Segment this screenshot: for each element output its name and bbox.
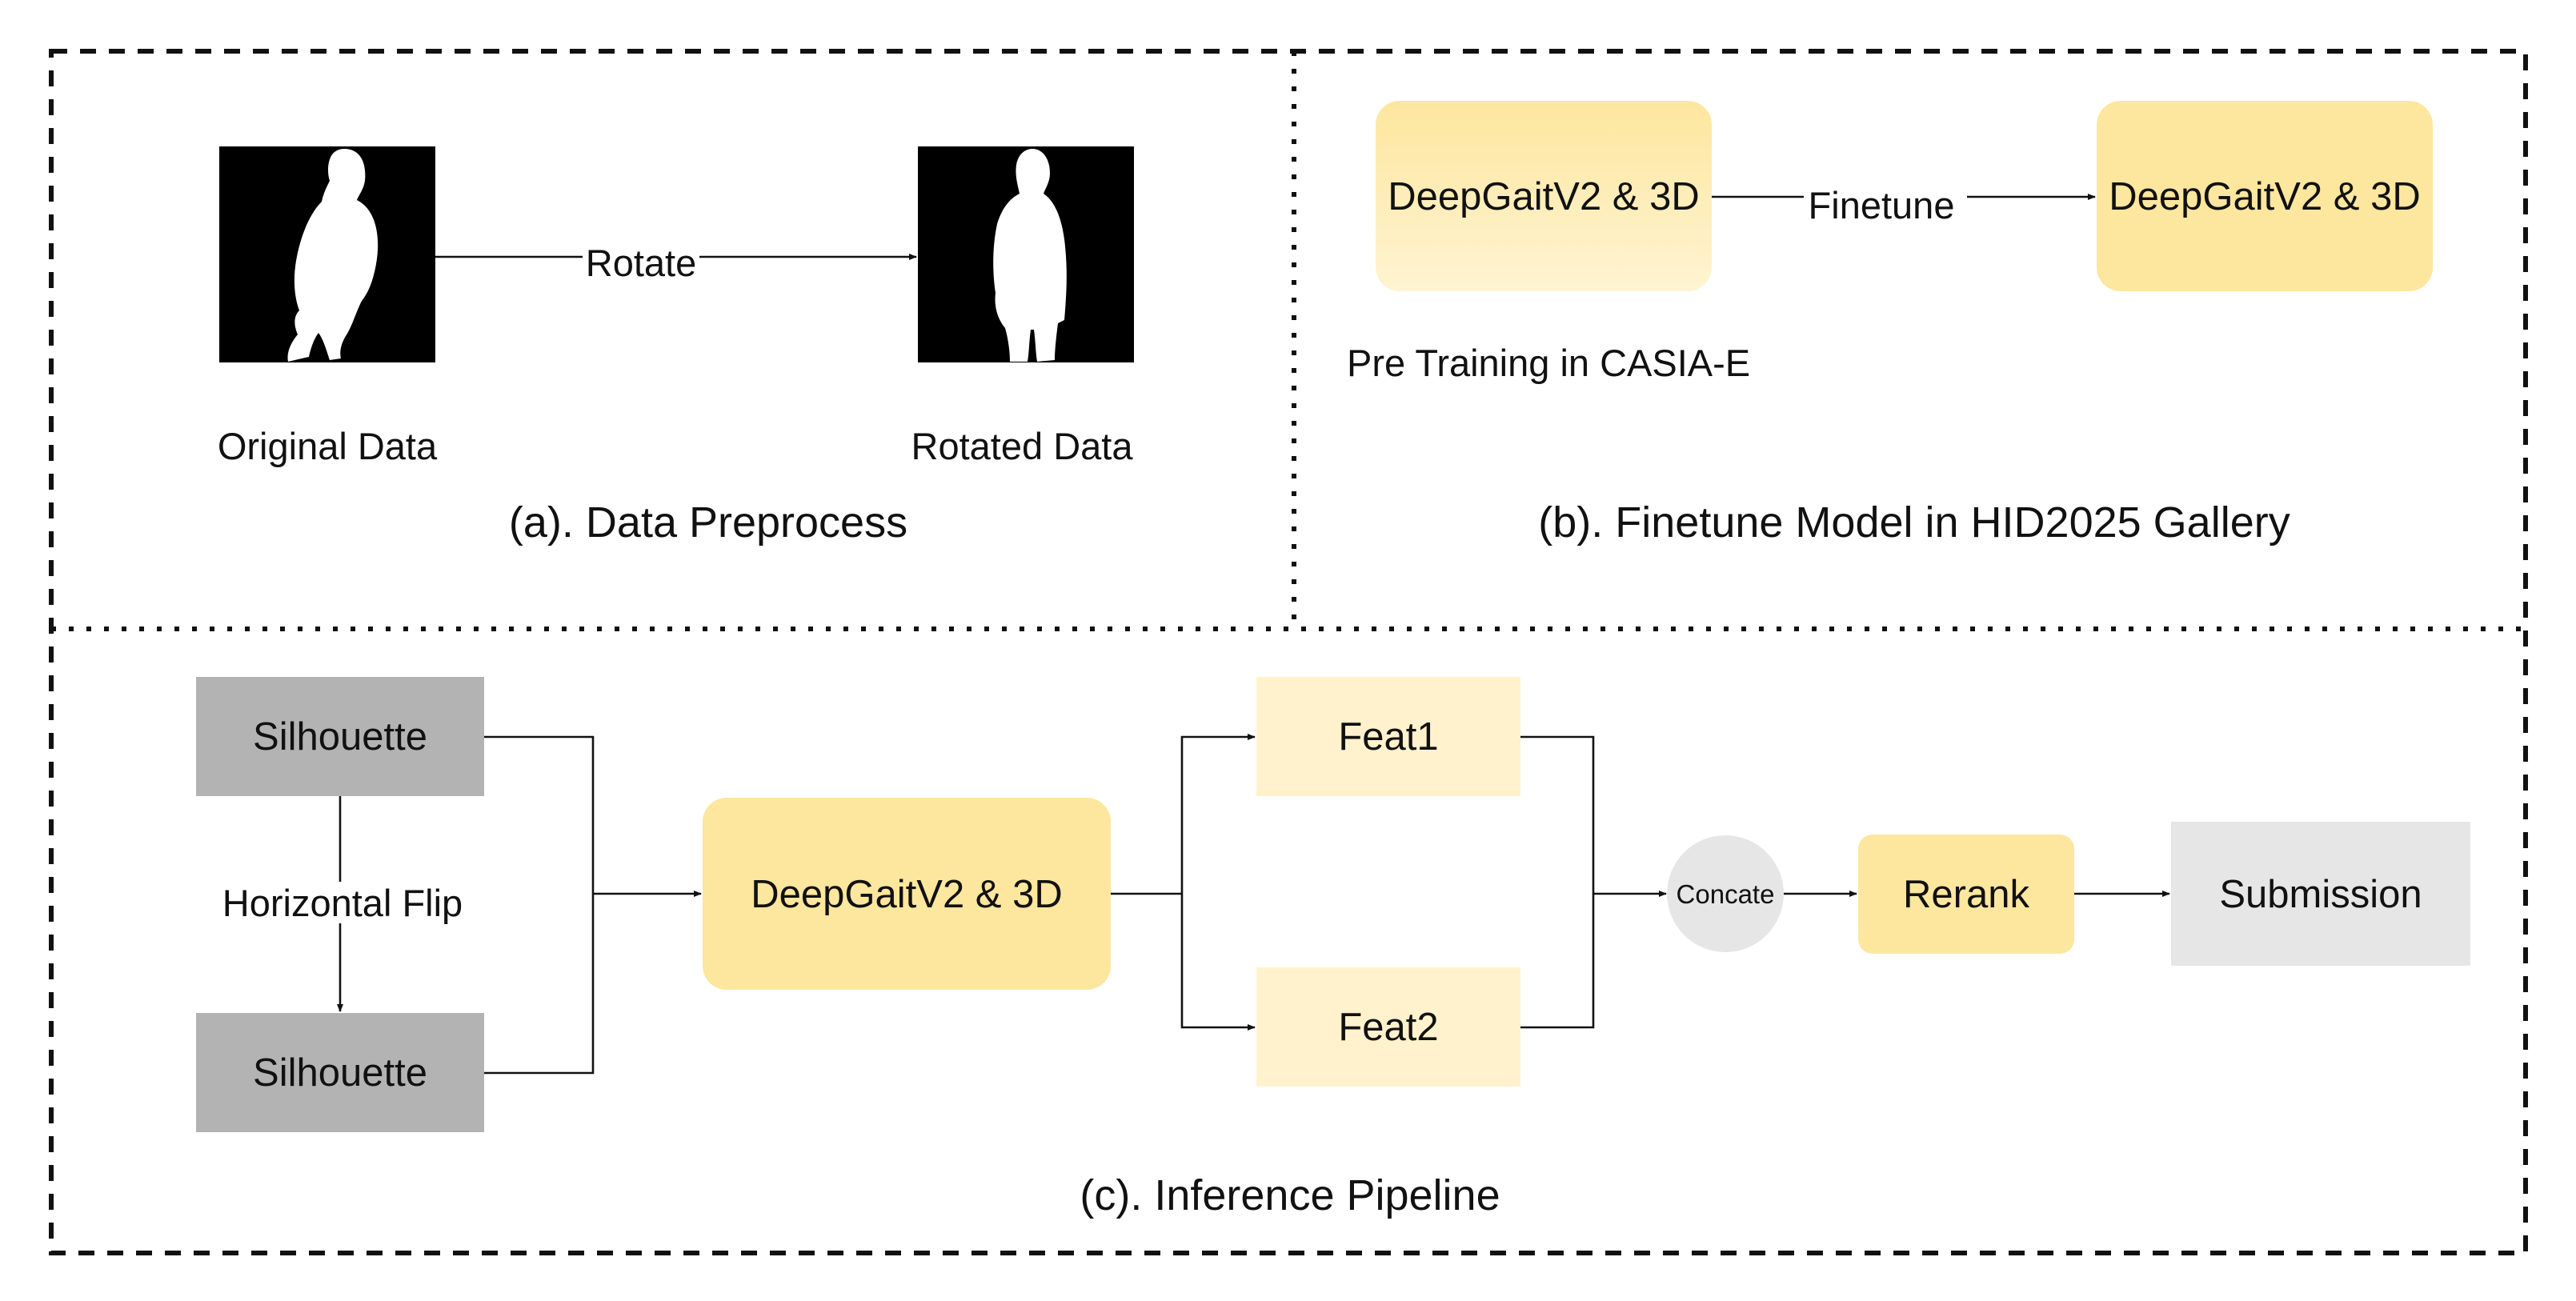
rotated-data-label: Rotated Data [911,425,1134,467]
original-data-label: Original Data [218,425,438,467]
rotate-label-bg [583,238,699,277]
finetuned-model-label: DeepGaitV2 & 3D [2109,175,2421,218]
inference-model-box [703,798,1111,990]
concat-label: Concate [1677,879,1775,909]
original-silhouette-image [219,146,435,362]
panel-b-title: (b). Finetune Model in HID2025 Gallery [1538,498,2290,546]
feat2-label: Feat2 [1338,1006,1438,1049]
panel-a-title: (a). Data Preprocess [509,498,907,546]
pretrain-caption: Pre Training in CASIA-E [1347,342,1750,384]
feat2-box [1256,967,1520,1087]
finetune-label: Finetune [1809,184,1955,226]
panel-inference: Silhouette Silhouette Horizontal Flip De… [196,677,2470,1219]
panel-finetune: DeepGaitV2 & 3D Finetune DeepGaitV2 & 3D… [1347,101,2433,546]
feat1-box [1256,677,1520,796]
silhouette-bottom-connector [484,894,595,1075]
silhouette-top-box [196,677,484,796]
feat1-label: Feat1 [1338,715,1438,759]
flip-label-bg [216,882,466,923]
silhouette-bottom-label: Silhouette [253,1051,427,1095]
feat1-connector [1180,734,1256,894]
silhouette-bottom-box [196,1013,484,1132]
finetune-label-bg [1804,178,1967,219]
submission-label: Submission [2219,873,2422,916]
panel-data-preprocess: Rotate Original Data Rotated Data (a). D… [218,146,1134,546]
feat2-connector [1180,894,1256,1031]
silhouette-top-connector [484,735,595,894]
pretrain-model-box [1376,101,1712,291]
concat-node [1667,835,1784,952]
feat2-to-concat [1520,894,1595,1029]
outer-frame [49,49,2528,1255]
rerank-box [1858,835,2074,954]
feat1-to-concat [1520,735,1595,894]
rotate-label: Rotate [586,242,696,284]
submission-box [2171,822,2470,966]
silhouette-top-label: Silhouette [253,715,427,759]
finetuned-model-box [2097,101,2433,291]
rerank-label: Rerank [1903,873,2029,916]
horizontal-flip-label: Horizontal Flip [222,882,463,924]
rotated-silhouette-image [918,146,1134,362]
pretrain-model-label: DeepGaitV2 & 3D [1388,175,1700,218]
inference-model-label: DeepGaitV2 & 3D [751,873,1063,916]
panel-c-title: (c). Inference Pipeline [1080,1171,1500,1219]
